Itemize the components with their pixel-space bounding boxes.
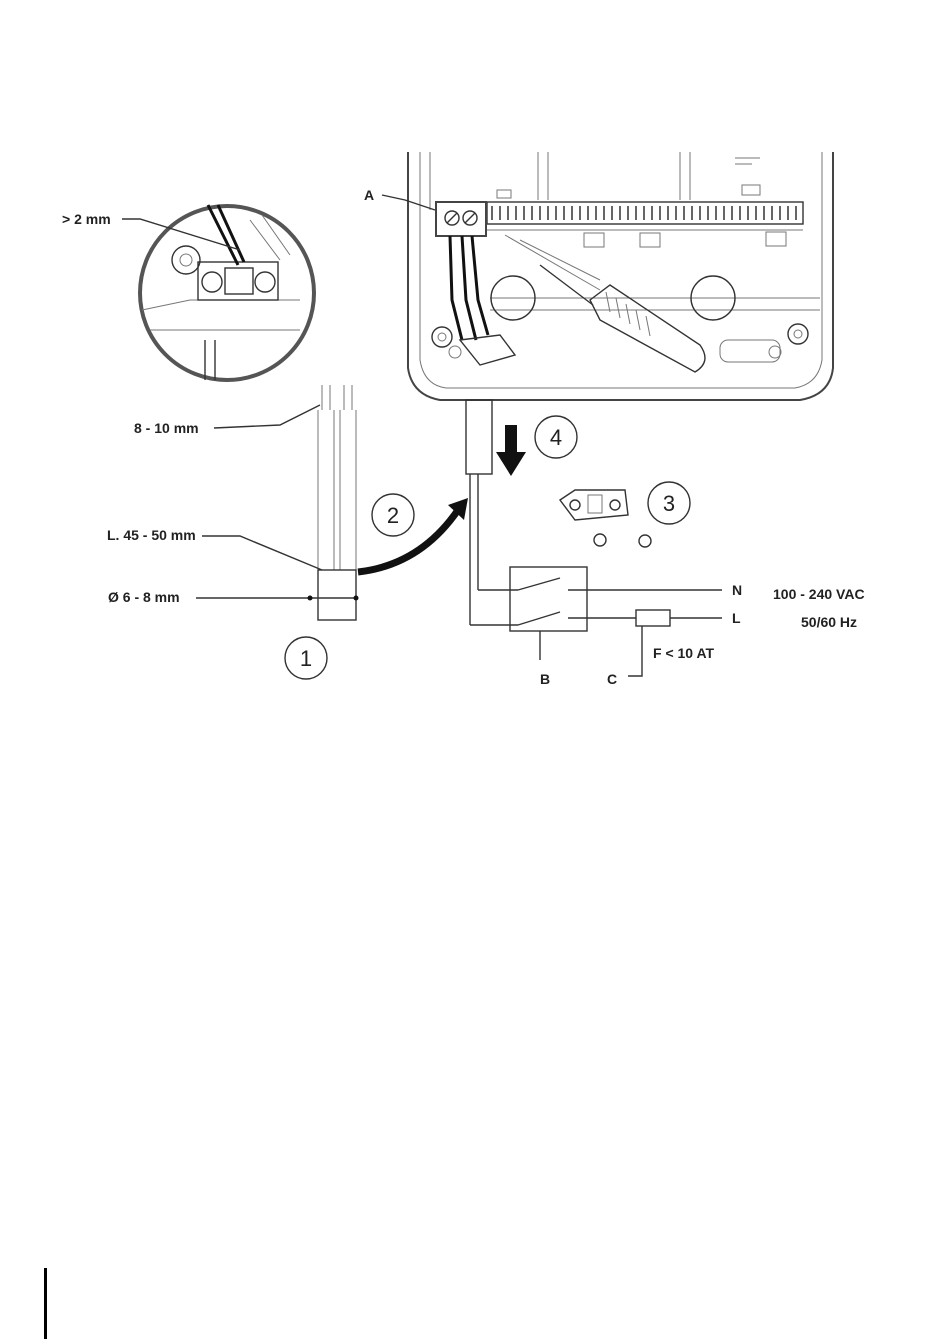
cable-clamp-icon <box>560 490 651 547</box>
switch-label: B <box>540 671 550 687</box>
step-4-label: 4 <box>550 425 562 450</box>
neutral-label: N <box>732 582 742 598</box>
screwdriver-icon <box>540 265 705 372</box>
down-arrow-icon <box>496 425 526 476</box>
frequency-label: 50/60 Hz <box>801 614 857 630</box>
device-housing <box>408 152 833 400</box>
stripped-cable <box>318 385 356 620</box>
mains-cable <box>466 400 492 625</box>
wire-strip-label: 8 - 10 mm <box>134 420 199 436</box>
step-1-label: 1 <box>300 646 312 671</box>
fuse-label: C <box>607 671 617 687</box>
zoom-detail <box>140 205 314 380</box>
step-3-label: 3 <box>663 491 675 516</box>
sheath-length-label: L. 45 - 50 mm <box>107 527 196 543</box>
strip-gap-label: > 2 mm <box>62 211 111 227</box>
voltage-label: 100 - 240 VAC <box>773 586 865 602</box>
diameter-label: Ø 6 - 8 mm <box>108 589 180 605</box>
terminal-label: A <box>364 187 374 203</box>
fuse-icon <box>628 610 670 676</box>
live-label: L <box>732 610 741 626</box>
fuse-rating-label: F < 10 AT <box>653 645 715 661</box>
step-2-label: 2 <box>387 503 399 528</box>
page-margin-bar <box>44 1268 47 1339</box>
